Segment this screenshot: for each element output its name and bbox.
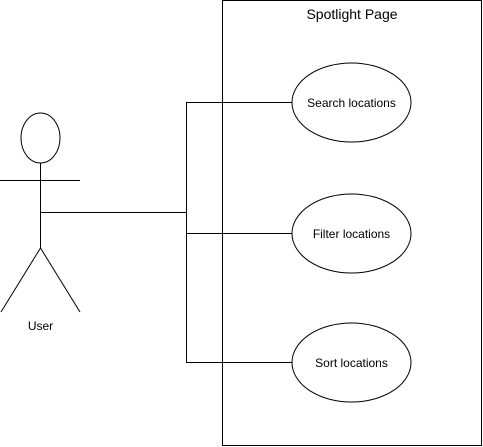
use-case-filter-label: Filter locations	[313, 227, 390, 241]
use-case-search: Search locations	[291, 62, 412, 143]
use-case-filter-ellipse	[291, 193, 412, 274]
use-case-sort-label: Sort locations	[315, 356, 388, 370]
actor-user	[0, 112, 81, 313]
association-lines	[40, 102, 292, 363]
actor-right-leg	[40, 247, 81, 313]
actor-left-leg	[0, 247, 41, 313]
system-boundary-title: Spotlight Page	[306, 6, 397, 22]
actor-head	[20, 112, 61, 164]
use-case-sort-ellipse	[291, 322, 412, 403]
use-case-search-ellipse	[291, 62, 412, 143]
use-case-sort: Sort locations	[291, 322, 412, 403]
use-case-filter: Filter locations	[291, 193, 412, 274]
actor-label: User	[28, 319, 53, 333]
use-case-search-label: Search locations	[307, 96, 396, 110]
